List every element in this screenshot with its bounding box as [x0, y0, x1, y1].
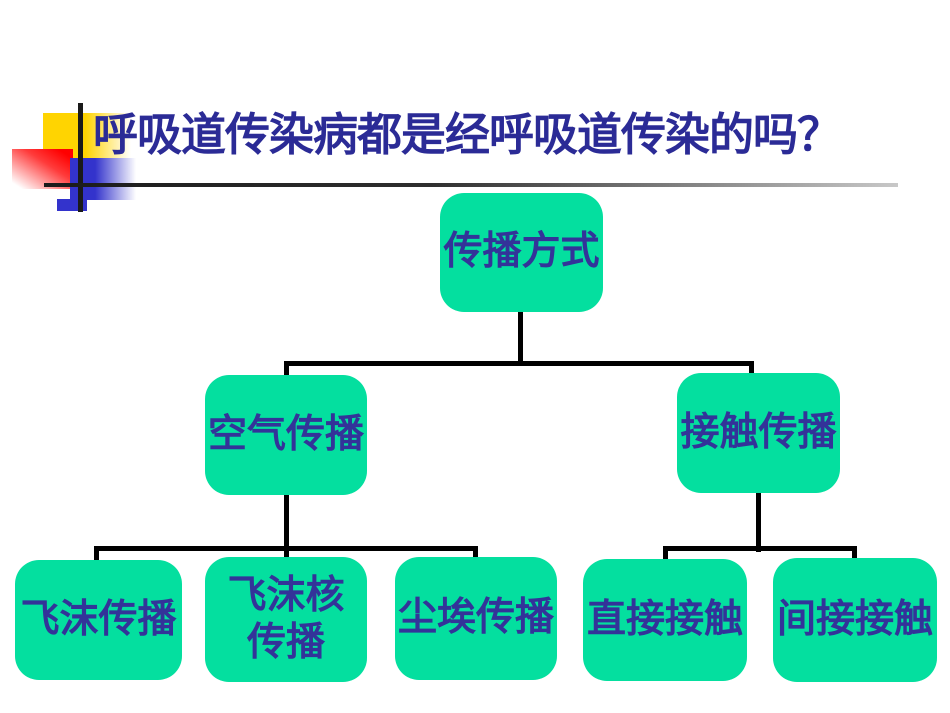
node-dust-transmission: 尘埃传播	[395, 557, 557, 680]
node-droplet-nuclei-transmission: 飞沫核 传播	[205, 557, 367, 682]
connector-stub-indirect	[852, 546, 857, 561]
connector-stub-air	[284, 361, 289, 378]
node-transmission-mode: 传播方式	[440, 193, 603, 312]
connector-stub-droplet	[94, 546, 99, 563]
node-air-transmission: 空气传播	[205, 375, 367, 495]
connector-stub-dust	[473, 546, 478, 560]
node-contact-transmission: 接触传播	[677, 373, 840, 493]
connector-contact-children-horizontal	[663, 546, 857, 551]
connector-stub-contact	[749, 361, 754, 376]
connector-root-down	[518, 311, 523, 364]
node-direct-contact: 直接接触	[583, 559, 747, 681]
connector-air-down	[284, 494, 289, 560]
node-indirect-contact: 间接接触	[773, 558, 937, 682]
decoration-vertical-line	[78, 103, 83, 212]
connector-stub-direct	[663, 546, 668, 562]
node-droplet-transmission: 飞沫传播	[15, 560, 182, 680]
connector-contact-down	[756, 492, 761, 552]
title-underline	[44, 183, 898, 187]
connector-level1-horizontal	[284, 361, 754, 366]
decoration-red-square	[12, 149, 73, 189]
connector-air-children-horizontal	[94, 546, 478, 551]
slide-title: 呼吸道传染病都是经呼吸道传染的吗？	[93, 110, 842, 160]
